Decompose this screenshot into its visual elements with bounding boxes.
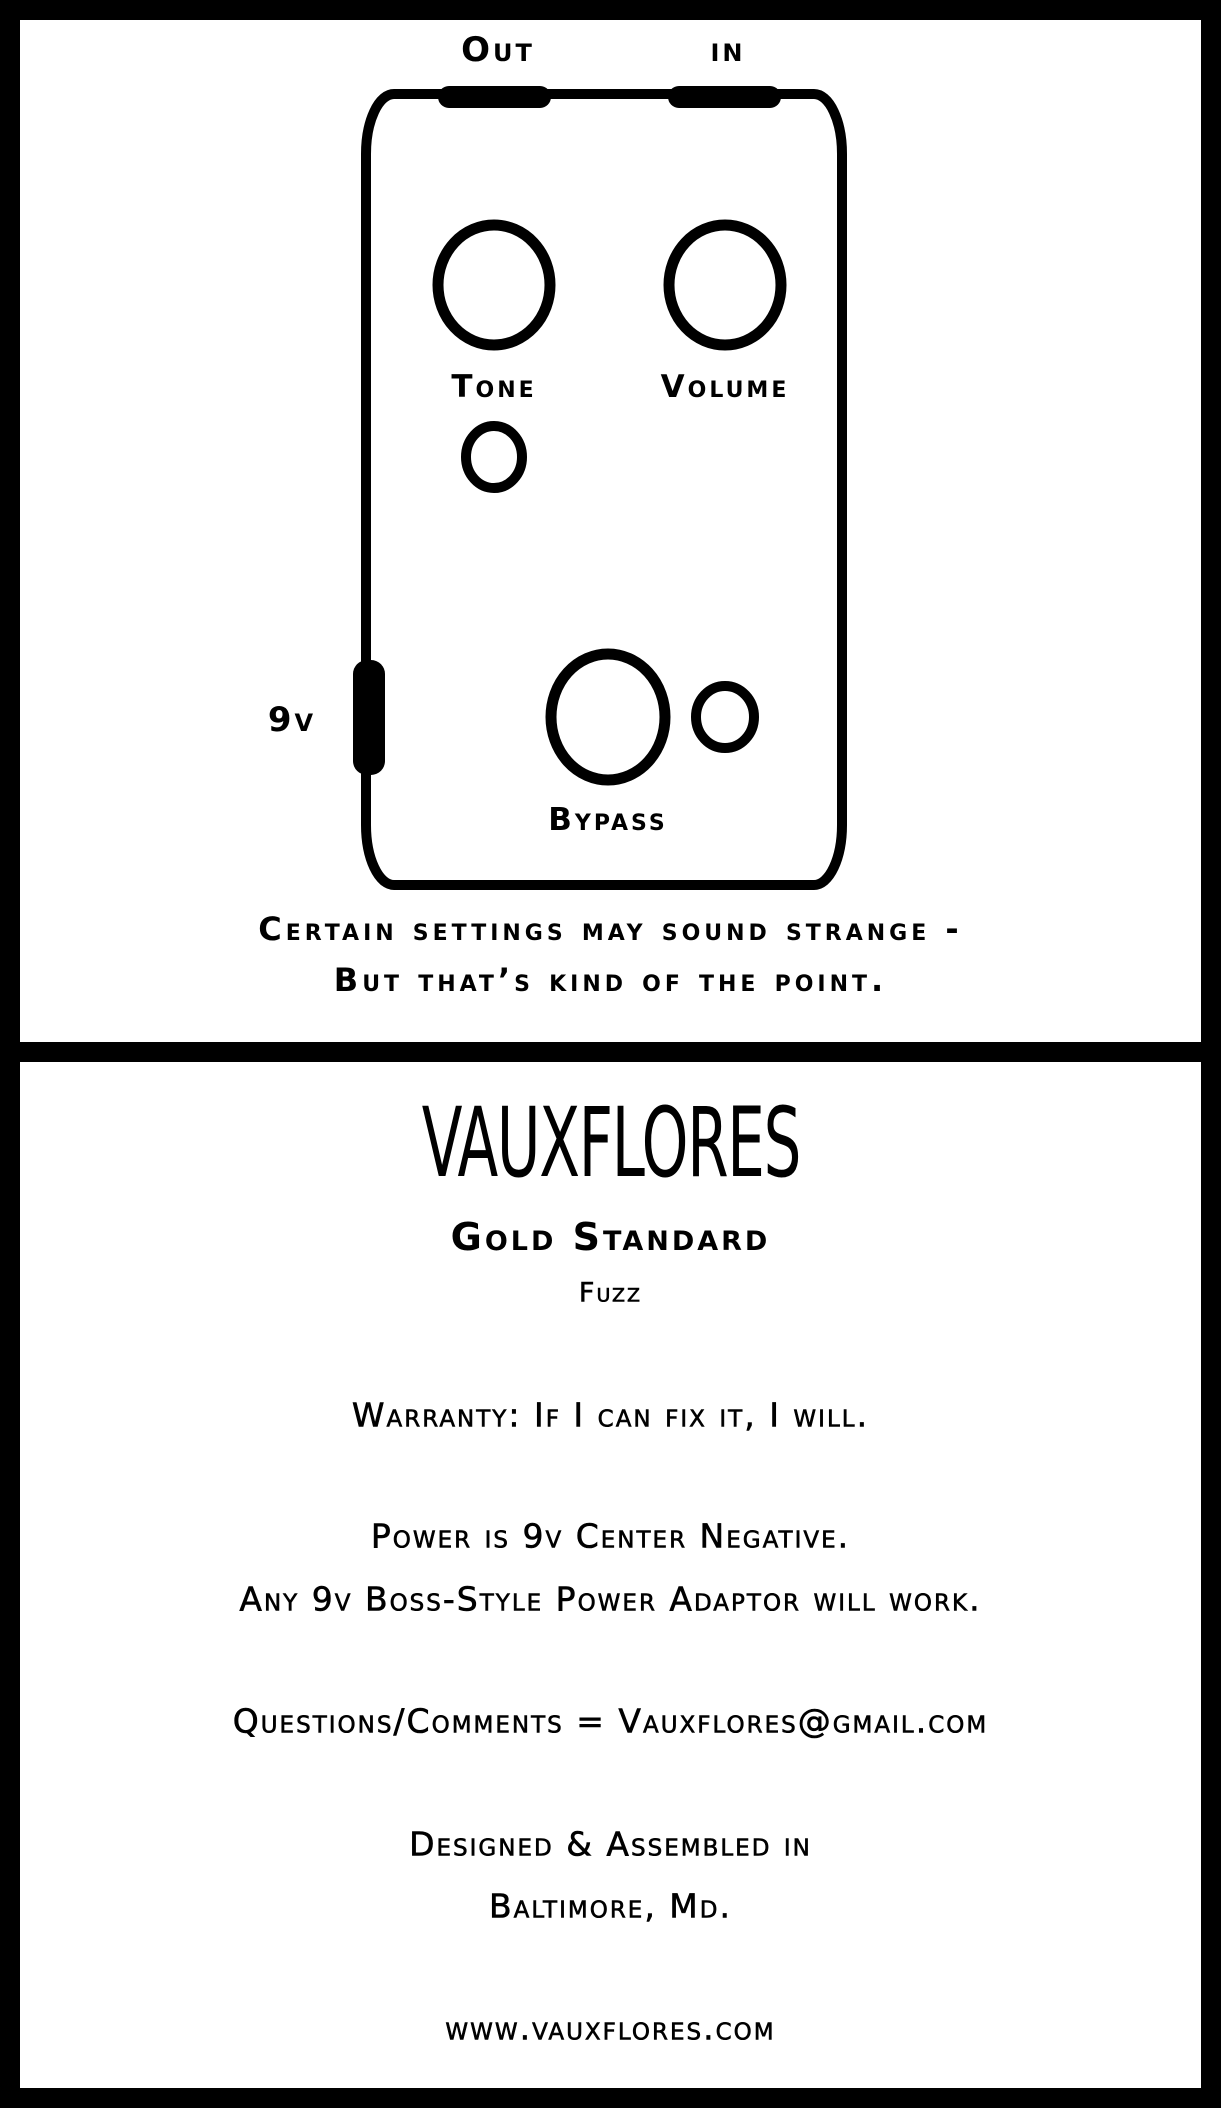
tone-knob <box>432 219 556 351</box>
volume-label: Volume <box>660 369 790 405</box>
pedal-enclosure-drawing <box>353 86 847 890</box>
caption-line-2: But that’s kind of the point. <box>333 961 888 999</box>
pedal-diagram-panel: Out in Tone Volume 9v Bypass Certain set… <box>20 20 1201 1042</box>
out-jack-label: Out <box>461 30 535 70</box>
power-jack-label: 9v <box>267 700 317 740</box>
tone-label: Tone <box>451 369 537 405</box>
in-jack <box>668 86 781 108</box>
website-link[interactable]: www.vauxflores.com <box>445 2008 776 2048</box>
volume-knob <box>663 219 787 351</box>
product-type: Fuzz <box>578 1277 643 1309</box>
led-indicator <box>461 421 527 493</box>
bypass-footswitch <box>545 648 671 786</box>
brand-logo: VAUXFLORES <box>421 1087 801 1199</box>
power-text-line-1: Power is 9v Center Negative. <box>370 1516 851 1556</box>
warranty-text: Warranty: If I can fix it, I will. <box>351 1395 870 1435</box>
origin-line-2: Baltimore, Md. <box>489 1886 732 1926</box>
pedal-body <box>361 89 847 890</box>
in-jack-label: in <box>710 30 746 70</box>
product-name: Gold Standard <box>450 1215 771 1259</box>
bypass-led <box>691 681 759 753</box>
caption-line-1: Certain settings may sound strange - <box>258 910 963 948</box>
bypass-label: Bypass <box>548 802 668 838</box>
out-jack <box>438 86 551 108</box>
power-jack-body <box>353 660 385 775</box>
power-text-line-2: Any 9v Boss-Style Power Adaptor will wor… <box>239 1579 982 1619</box>
info-panel: VAUXFLORES Gold Standard Fuzz Warranty: … <box>20 1062 1201 2088</box>
contact-text: Questions/Comments = Vauxflores@gmail.co… <box>232 1701 989 1741</box>
origin-line-1: Designed & Assembled in <box>409 1824 812 1864</box>
